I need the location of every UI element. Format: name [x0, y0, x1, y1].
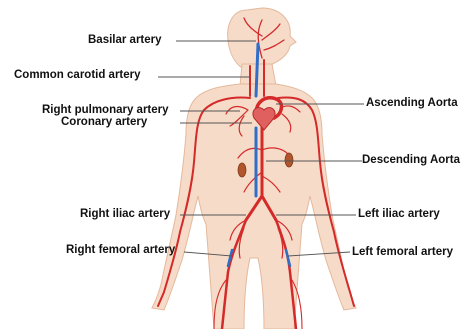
- label-basilar-artery: Basilar artery: [88, 34, 162, 47]
- label-right-femoral-artery: Right femoral artery: [66, 244, 175, 257]
- label-left-iliac-artery: Left iliac artery: [358, 208, 440, 221]
- label-ascending-aorta: Ascending Aorta: [366, 97, 458, 110]
- jugular-vein: [256, 44, 258, 96]
- label-right-iliac-artery: Right iliac artery: [80, 208, 170, 221]
- label-left-femoral-artery: Left femoral artery: [352, 246, 453, 259]
- label-coronary-artery: Coronary artery: [61, 116, 147, 129]
- label-descending-aorta: Descending Aorta: [362, 154, 460, 167]
- body-silhouette: [152, 8, 356, 329]
- label-common-carotid-artery: Common carotid artery: [14, 69, 141, 82]
